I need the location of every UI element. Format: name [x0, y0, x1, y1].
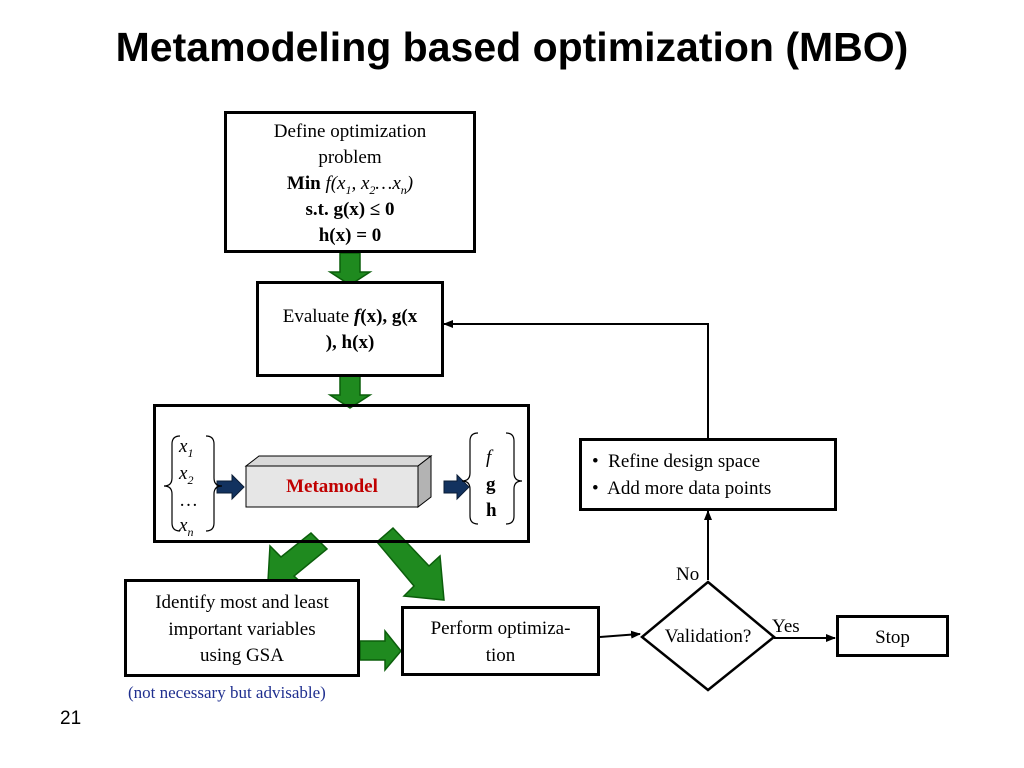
arrow-metamodel-to-optimize: [375, 526, 445, 601]
gsa-note: (not necessary but advisable): [128, 683, 326, 702]
left-brace-left: [163, 435, 181, 532]
identify-gsa-box: Identify most and least important variab…: [124, 579, 360, 677]
arrow-identify-to-optimize: [359, 628, 402, 673]
yes-label: Yes: [772, 616, 800, 637]
arrow-optimize-to-validation: [599, 630, 641, 639]
refine-box: • Refine design space • Add more data po…: [579, 438, 837, 511]
slide-title: Metamodeling based optimization (MBO): [115, 24, 909, 70]
metamodel-block: [244, 454, 433, 509]
min-label: Min: [286, 173, 321, 194]
input-x2: x2: [179, 463, 194, 487]
objective-dots: …x: [375, 173, 401, 194]
no-label: No: [676, 564, 700, 585]
evaluate-f: f: [353, 306, 361, 327]
evaluate-rest1: (x), g(x: [360, 306, 418, 327]
left-brace-right: [205, 435, 223, 532]
input-x1: x1: [179, 436, 194, 460]
define-line2: problem: [318, 147, 382, 168]
metamodel-container: [153, 404, 530, 543]
identify-line2: important variables: [168, 619, 316, 640]
evaluate-box: Evaluate f(x), g(x ), h(x): [256, 281, 444, 377]
metamodel-label: Metamodel: [286, 476, 378, 497]
input-xn: xn: [179, 515, 194, 539]
optimize-line2: tion: [485, 645, 516, 666]
evaluate-prefix: Evaluate: [282, 306, 354, 327]
input-dots: …: [179, 490, 198, 511]
arrow-refine-to-evaluate: [443, 320, 709, 438]
output-f: f: [486, 447, 492, 468]
optimize-box: Perform optimiza- tion: [401, 606, 600, 676]
define-problem-box: Define optimization problem Min f(x1, x2…: [224, 111, 476, 253]
objective-close: ): [406, 173, 414, 194]
refine-item-1: • Refine design space: [592, 451, 761, 472]
right-brace-right: [505, 432, 523, 525]
refine-item-2: • Add more data points: [592, 478, 772, 499]
objective-sub2: 2: [369, 182, 376, 197]
objective-sep1: , x: [351, 173, 370, 194]
validation-label: Validation?: [664, 626, 752, 647]
constraint-g: s.t. g(x) ≤ 0: [305, 199, 395, 220]
stop-box: Stop: [836, 615, 949, 657]
objective-line: Min f(x1, x2…xn): [227, 173, 473, 198]
evaluate-line1: Evaluate f(x), g(x: [259, 306, 441, 328]
page-number: 21: [60, 708, 82, 729]
right-brace-left: [461, 432, 479, 525]
output-h: h: [486, 500, 497, 521]
optimize-line1: Perform optimiza-: [430, 618, 571, 639]
define-line1: Define optimization: [273, 121, 427, 142]
stop-label: Stop: [875, 627, 910, 648]
identify-line1: Identify most and least: [155, 592, 329, 613]
evaluate-line2: ), h(x): [325, 332, 375, 353]
validation-diamond: [640, 580, 776, 692]
objective-sub1: 1: [345, 182, 352, 197]
arrow-inputs-to-metamodel: [216, 473, 245, 501]
arrow-evaluate-to-metamodel: [327, 375, 373, 409]
identify-line3: using GSA: [200, 645, 284, 666]
objective-f: f(x: [325, 173, 346, 194]
arrow-define-to-evaluate: [327, 252, 373, 286]
objective-subn: n: [400, 182, 407, 197]
output-g: g: [486, 474, 496, 495]
constraint-h: h(x) = 0: [318, 225, 382, 246]
